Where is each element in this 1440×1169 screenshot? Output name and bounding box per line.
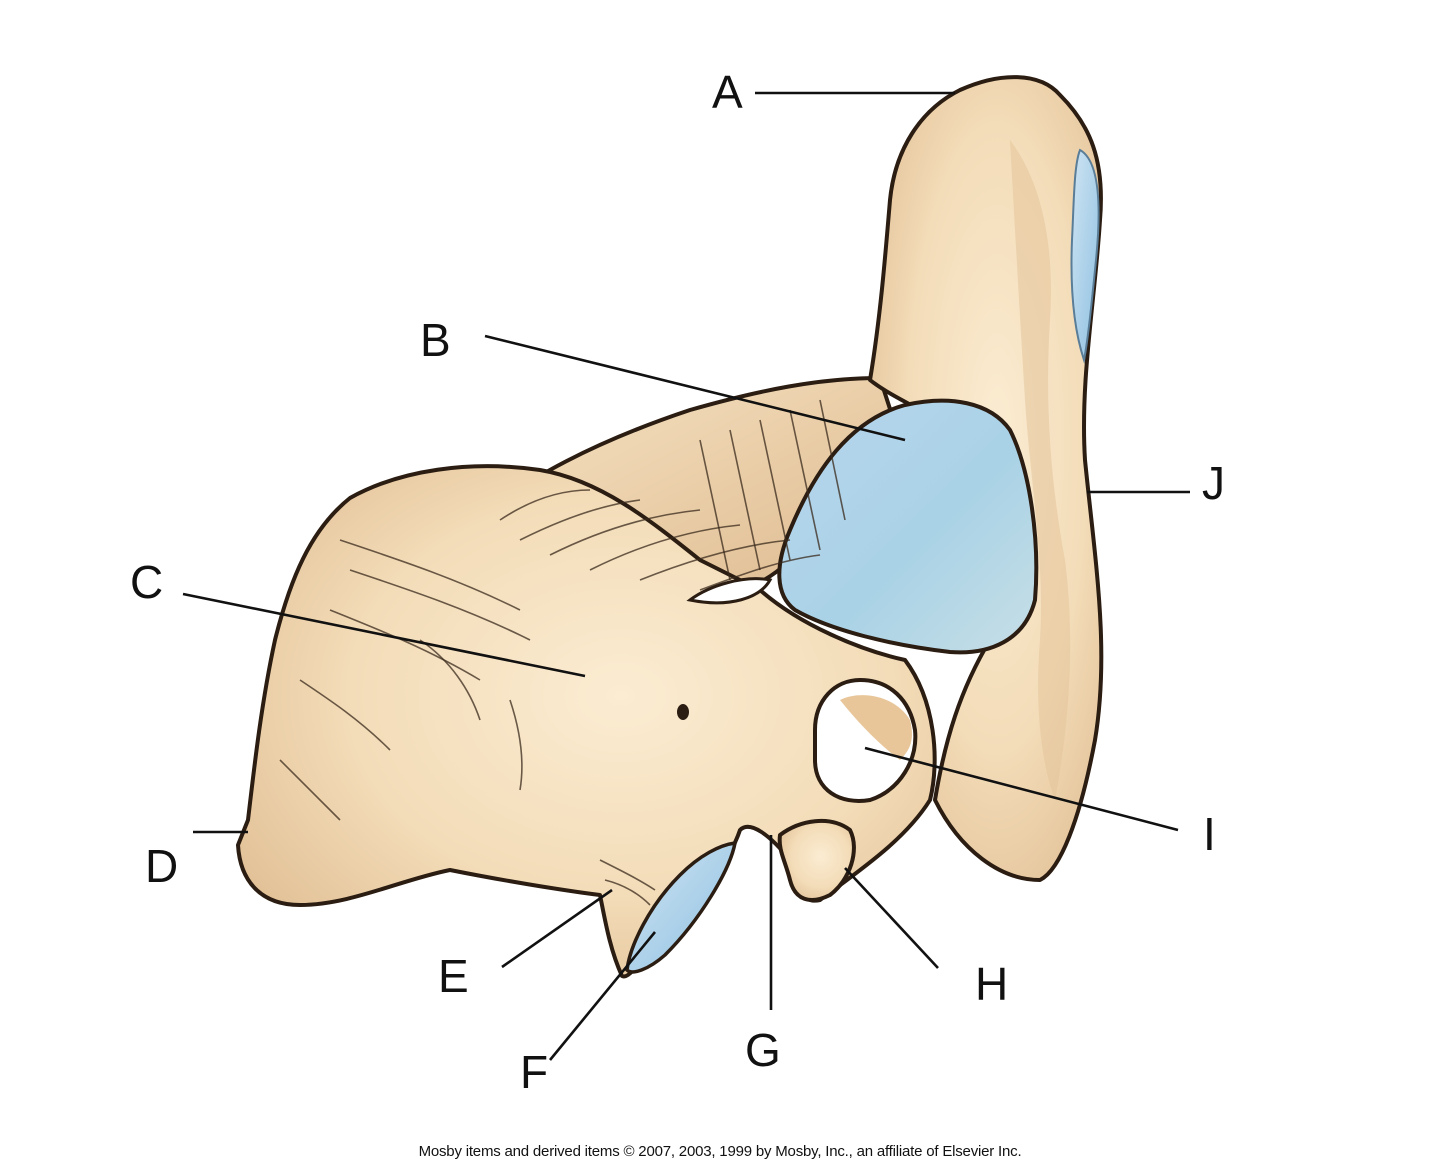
body-hatching bbox=[279, 539, 656, 906]
label-f: F bbox=[520, 1046, 548, 1098]
leader-b bbox=[484, 334, 906, 442]
label-g: G bbox=[745, 1024, 781, 1076]
label-d: D bbox=[145, 840, 178, 892]
leader-lines bbox=[182, 91, 1190, 1061]
articular-facet-b bbox=[777, 398, 1039, 655]
label-j: J bbox=[1202, 457, 1225, 509]
leader-e bbox=[501, 888, 613, 969]
copyright-credit: Mosby items and derived items © 2007, 20… bbox=[418, 1143, 1022, 1160]
leader-c bbox=[182, 592, 586, 678]
arch-gap bbox=[686, 577, 773, 605]
leader-f bbox=[548, 931, 657, 1061]
label-c: C bbox=[130, 556, 163, 608]
label-h: H bbox=[975, 958, 1008, 1010]
nutrient-foramen bbox=[677, 704, 689, 720]
lateral-cartilage bbox=[1070, 148, 1100, 364]
leader-i bbox=[864, 746, 1179, 832]
bone-illustration bbox=[236, 75, 1104, 979]
foramen-inner-wall bbox=[840, 695, 912, 760]
tubercle-h bbox=[777, 818, 856, 902]
label-a: A bbox=[712, 66, 743, 118]
labels: A B C D E F G H I J bbox=[130, 66, 1225, 1098]
process-shading bbox=[1010, 140, 1071, 800]
inferior-facet-f bbox=[625, 840, 738, 974]
leader-h bbox=[844, 867, 939, 969]
label-i: I bbox=[1203, 808, 1216, 860]
label-e: E bbox=[438, 950, 469, 1002]
label-b: B bbox=[420, 314, 451, 366]
lamina-hatching bbox=[499, 399, 846, 591]
